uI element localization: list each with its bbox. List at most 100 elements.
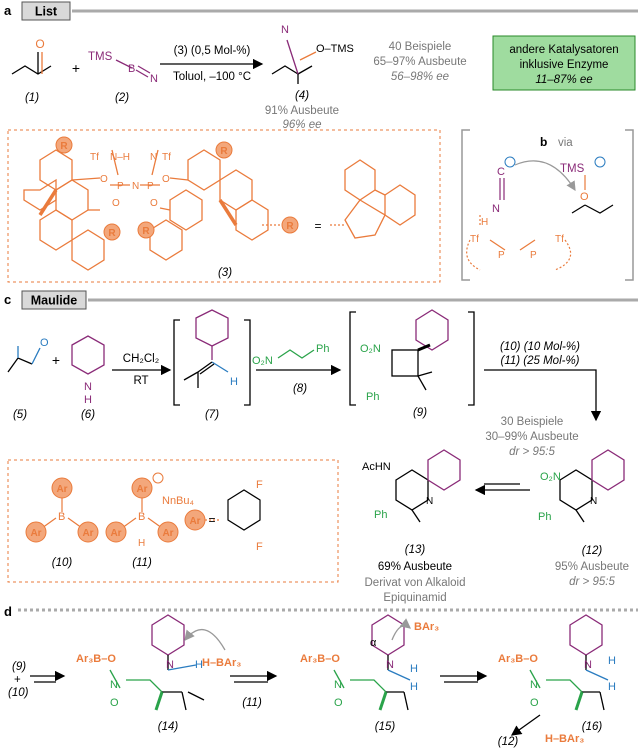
cat-11-loading: (11) (25 Mol-%)	[500, 355, 579, 367]
label-cmpd-16: (16)	[582, 721, 603, 733]
d15-n: N	[334, 679, 342, 691]
d15-alpha: α	[370, 637, 377, 649]
label-cmpd-13: (13)	[405, 544, 426, 556]
via-c: C	[497, 166, 505, 178]
via-p-2: P	[530, 250, 537, 261]
label-cmpd-3: (3)	[218, 267, 232, 279]
d14-hbar3: H–BAr₃	[202, 657, 241, 669]
label-cmpd-7: (7)	[205, 409, 219, 421]
d15-ring-n: N	[386, 659, 394, 671]
d15-bar3: BAr₃	[414, 621, 439, 633]
cmpd12-ph: Ph	[538, 511, 551, 523]
ketone-oxygen: O	[35, 37, 44, 51]
label-cmpd-8: (8)	[293, 383, 307, 395]
piperidine-n: N	[84, 381, 92, 393]
ar-7: Ar	[189, 516, 200, 527]
box-line-2: inklusive Enzyme	[520, 59, 609, 71]
cmpd13-achn: AcHN	[362, 461, 391, 473]
plus-sign: +	[72, 60, 80, 76]
d16-h-2: H	[608, 681, 616, 693]
via-bracket	[461, 129, 634, 281]
product-nitrile-n: N	[281, 24, 289, 36]
d-start-10: (10)	[8, 687, 29, 699]
arrow-c1-top: CH₂Cl₂	[123, 353, 159, 365]
ar-5: Ar	[110, 528, 121, 539]
d16-hbar3: H–BAr₃	[545, 733, 584, 745]
aldehyde-o: O	[40, 337, 49, 349]
r-label-3: R	[108, 228, 116, 239]
borane-h-11: H	[138, 538, 145, 549]
d16-n: N	[530, 679, 538, 691]
d15-h-1: H	[410, 663, 418, 675]
ar-1: Ar	[56, 484, 67, 495]
cmpd12-no2: O₂N	[540, 471, 561, 483]
section-letter-c: c	[4, 292, 11, 307]
cmpd13-ph: Ph	[374, 509, 387, 521]
enamine-h: H	[230, 376, 238, 388]
borane-box	[7, 459, 339, 583]
compound-4	[271, 39, 317, 84]
intermediate-15	[333, 614, 412, 711]
via-p-1: P	[498, 250, 505, 261]
ar-circles	[25, 477, 206, 543]
nitrostyrene-ph: Ph	[316, 343, 329, 355]
section-c-header: c Maulide	[4, 290, 638, 310]
arrow-c1-bottom: RT	[133, 375, 148, 387]
cat-n-mid: N	[132, 181, 139, 192]
d14-o: O	[110, 697, 119, 709]
cat-tf-2: Tf	[162, 152, 171, 163]
ar-equals: =	[208, 513, 215, 527]
cat-10-loading: (10) (10 Mol-%)	[500, 341, 580, 353]
label-cmpd-1: (1)	[25, 92, 39, 104]
scope-a-2: 65–97% Ausbeute	[373, 56, 466, 68]
reaction-arrow-c3	[484, 369, 602, 422]
nnbu4: NnBu₄	[162, 495, 195, 507]
box-line-1: andere Katalysatoren	[509, 44, 618, 56]
compound-2	[115, 59, 151, 78]
yield-12: 95% Ausbeute	[555, 561, 629, 573]
compound-5	[7, 346, 41, 373]
arrow-a-bottom: Toluol, –100 °C	[173, 71, 251, 83]
box-line-3: 11–87% ee	[535, 74, 592, 86]
cn-carbon: B	[128, 63, 135, 75]
d16-h-1: H	[608, 655, 616, 667]
via-letter-b: b	[540, 135, 547, 149]
borane-b-11: B	[138, 511, 145, 523]
derivative-2: Epiquinamid	[383, 592, 446, 604]
borane-b-10: B	[58, 511, 65, 523]
cat-n-top: N	[150, 152, 157, 163]
via-text: via	[558, 137, 573, 149]
section-a-header: a List	[4, 1, 638, 21]
via-tf-1: Tf	[470, 234, 479, 245]
derivative-1: Derivat von Alkaloid	[365, 577, 466, 589]
via-structures	[466, 160, 614, 271]
label-cmpd-9: (9)	[413, 407, 427, 419]
label-cmpd-5: (5)	[13, 409, 27, 421]
nitrostyrene-8	[277, 349, 315, 359]
f-label-2: F	[256, 541, 263, 553]
section-d-header: d	[4, 604, 638, 619]
via-n: N	[492, 203, 500, 215]
cat-tf-1: Tf	[90, 152, 99, 163]
d16-ring-n: N	[584, 659, 592, 671]
cat-o-3: O	[112, 198, 120, 209]
d14-ring-n: N	[166, 659, 174, 671]
r-label-4: R	[142, 226, 150, 237]
d-start-9: (9)	[12, 661, 26, 673]
cyclobutane-9	[349, 309, 475, 406]
ar-4: Ar	[136, 484, 147, 495]
product-otms: O–TMS	[316, 43, 354, 55]
r-groups	[55, 136, 299, 241]
via-o: O	[580, 191, 589, 203]
label-cmpd-12: (12)	[582, 545, 603, 557]
d14-ar3bo: Ar₃B–O	[76, 653, 116, 665]
d14-h: H	[195, 659, 203, 671]
yield-13: 69% Ausbeute	[378, 561, 452, 573]
compound-1	[11, 52, 52, 75]
label-cmpd-6: (6)	[81, 409, 95, 421]
green-box	[492, 35, 636, 91]
fluorenyl-r-group	[330, 159, 416, 239]
label-cmpd-14: (14)	[158, 721, 179, 733]
cat-p-2: P	[147, 181, 154, 192]
